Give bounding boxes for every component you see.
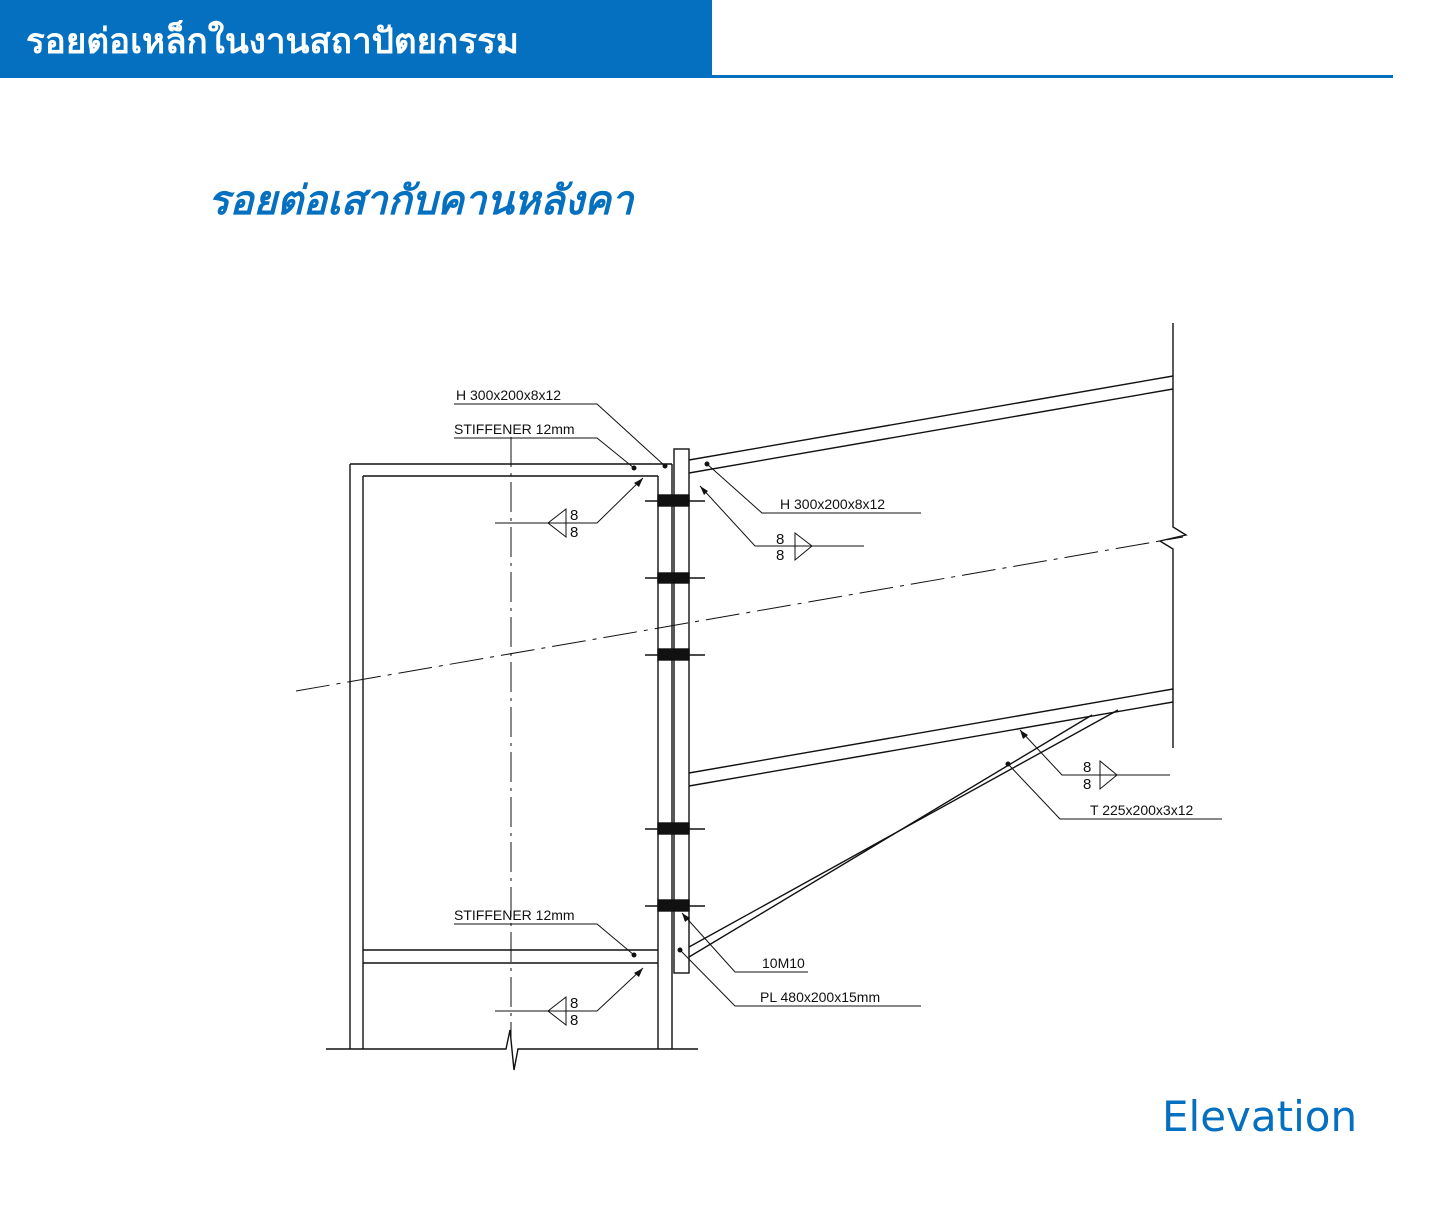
weld-2-top: 8: [776, 531, 784, 548]
rafter-centerline: [295, 536, 1184, 692]
drawing-subtitle: รอยต่อเสากับคานหลังคา: [208, 178, 634, 224]
weld-3-top: 8: [1083, 759, 1091, 776]
bolt-row-3: [645, 648, 705, 661]
weld-1-bottom: 8: [570, 524, 578, 541]
arrow-5: [682, 913, 690, 922]
header-band: [0, 0, 712, 78]
label-end-plate: PL 480x200x15mm: [760, 989, 880, 1005]
bolt-row-4: [645, 822, 705, 835]
arrow-1: [634, 478, 643, 487]
bolt-row-2: [645, 572, 705, 584]
leader-column-section: [454, 403, 666, 467]
rafter-bottom-flange: [688, 688, 1174, 774]
leader-stiffener-top: [454, 437, 635, 469]
bolt-row-1: [645, 494, 705, 507]
arrow-4: [634, 968, 643, 977]
arrow-2: [700, 486, 708, 495]
arrow-3: [1020, 730, 1028, 739]
rafter-break-line: [1158, 323, 1188, 748]
haunch-flange-inner: [688, 714, 1093, 958]
rafter-top-flange-inner: [688, 388, 1174, 474]
weld-symbol-2: [794, 531, 813, 562]
dot-2: [631, 465, 637, 471]
dot-5: [631, 952, 637, 958]
label-stiffener-top: STIFFENER 12mm: [454, 421, 575, 437]
bolt-row-5: [645, 899, 705, 912]
label-bolts: 10M10: [762, 955, 805, 971]
leader-weld-2: [699, 485, 864, 547]
header-rule: [0, 75, 1393, 78]
rafter-top-flange: [688, 375, 1174, 461]
leader-weld-4: [495, 967, 644, 1012]
page-title: รอยต่อเหล็กในงานสถาปัตยกรรม: [26, 22, 519, 62]
weld-symbol-4: [547, 995, 567, 1027]
leader-brace-section: [1007, 763, 1222, 820]
label-beam-section: H 300x200x8x12: [780, 496, 885, 512]
weld-symbol-3: [1099, 759, 1118, 791]
weld-symbol-1: [547, 507, 567, 539]
leader-end-plate: [679, 949, 921, 1007]
dot-1: [662, 463, 668, 469]
label-stiffener-bottom: STIFFENER 12mm: [454, 907, 575, 923]
leader-bolts: [681, 912, 808, 973]
elevation-caption: Elevation: [1162, 1092, 1358, 1141]
leader-stiffener-bottom: [454, 923, 635, 956]
weld-3-bottom: 8: [1083, 776, 1091, 793]
ground-line: [326, 1029, 698, 1071]
end-plate: [673, 448, 690, 974]
weld-4-bottom: 8: [570, 1012, 578, 1029]
leader-weld-3: [1019, 729, 1170, 776]
weld-2-bottom: 8: [776, 547, 784, 564]
leader-weld-1: [495, 477, 644, 524]
label-brace-section: T 225x200x3x12: [1090, 802, 1193, 818]
dot-4: [1005, 761, 1011, 767]
weld-1-top: 8: [570, 507, 578, 524]
label-column-section: H 300x200x8x12: [456, 387, 561, 403]
dot-6: [677, 947, 683, 953]
leader-beam-section: [706, 463, 921, 514]
weld-4-top: 8: [570, 995, 578, 1012]
dot-3: [704, 461, 710, 467]
rafter-bottom-flange-inner: [688, 701, 1174, 787]
